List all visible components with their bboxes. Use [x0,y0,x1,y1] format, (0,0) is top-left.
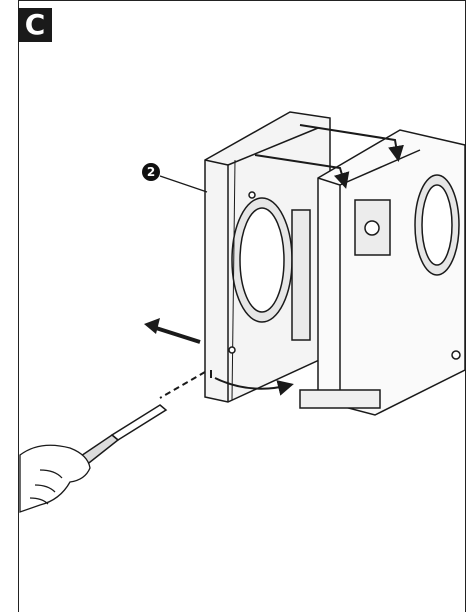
hand-illustration [19,444,91,513]
callout-leader [159,175,208,193]
front-cover-part [204,111,331,403]
left-arrow-icon [144,318,201,344]
curved-arrow-icon [214,124,404,396]
rear-housing-part [291,129,466,416]
step-badge: C [18,8,52,42]
part-callout-2: 2 [142,163,160,181]
insertion-path [159,371,206,399]
